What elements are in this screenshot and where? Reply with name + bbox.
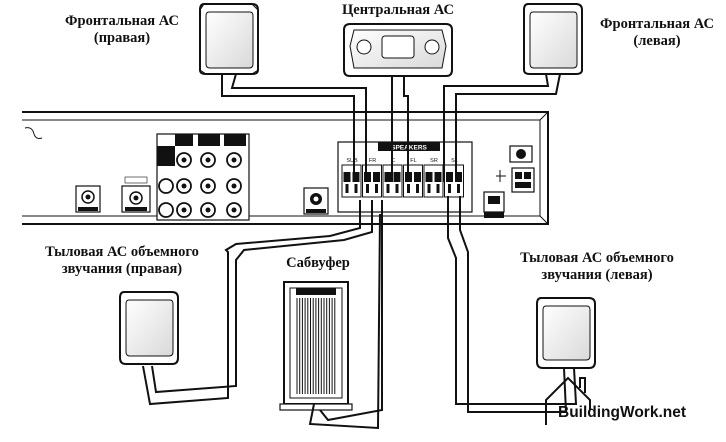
wire-rear-left-b (447, 196, 578, 405)
terminal-label: FR (369, 158, 376, 164)
rear-left-speaker (536, 297, 596, 369)
wire-subwoofer-a (319, 200, 383, 422)
front-right-speaker (199, 3, 259, 75)
label-center: Центральная АС (342, 2, 454, 18)
terminal-pair: SUB (341, 158, 362, 198)
subwoofer-out-connector (303, 187, 329, 215)
front-left-speaker (523, 3, 583, 75)
label-front-right-line1: Фронтальная АС (65, 13, 179, 29)
scart-connector (121, 176, 151, 213)
label-front-left-line1: Фронтальная АС (600, 16, 714, 32)
house-logo (545, 376, 591, 425)
label-rear-left: Тыловая АС объемного звучания (левая) (497, 250, 697, 284)
label-front-right: Фронтальная АС (правая) (52, 13, 192, 47)
av-jacks-block (156, 133, 250, 221)
rear-right-speaker (119, 291, 179, 365)
wire-rear-right-a (142, 200, 361, 406)
label-front-left-line2: (левая) (633, 33, 681, 49)
terminal-label: FL (410, 158, 416, 164)
wire-center-b (403, 76, 409, 182)
speaker-terminal-block: SPEAKERS SUB FR C FL SR SL (337, 141, 473, 213)
terminal-label: SUB (346, 158, 358, 164)
label-front-right-line2: (правая) (93, 30, 151, 46)
wire-rear-right-b (151, 200, 373, 394)
center-speaker (343, 23, 453, 77)
terminal-label: SL (451, 158, 458, 164)
terminal-label: C (391, 158, 395, 164)
wire-front-right-a (221, 74, 355, 182)
wire-front-left-a (443, 73, 550, 182)
rca-jack (158, 178, 174, 194)
terminal-pair: FR (362, 158, 382, 198)
label-rear-left-line2: звучания (левая) (541, 267, 653, 283)
label-rear-left-line1: Тыловая АС объемного (520, 250, 674, 266)
optical-connector (483, 191, 505, 218)
antenna-connector (75, 185, 101, 213)
terminal-label: SR (430, 158, 438, 164)
label-rear-right: Тыловая АС объемного звучания (правая) (22, 244, 222, 278)
label-rear-right-line1: Тыловая АС объемного (45, 244, 199, 260)
label-front-left: Фронтальная АС (левая) (592, 16, 722, 50)
wire-front-left-b (455, 73, 561, 182)
label-subwoofer: Сабвуфер (286, 255, 350, 271)
wire-subwoofer-b (308, 213, 381, 430)
terminal-pair: SR (423, 158, 444, 198)
subwoofer-cabinet (279, 281, 353, 411)
speaker-wires (142, 73, 578, 430)
speakers-header: SPEAKERS (391, 145, 427, 152)
wire-front-right-b (230, 73, 367, 182)
rca-jack (158, 202, 174, 218)
watermark-text: BuildingWork.net (558, 404, 687, 421)
label-rear-right-line2: звучания (правая) (61, 261, 183, 277)
ac-inlet (496, 145, 535, 193)
